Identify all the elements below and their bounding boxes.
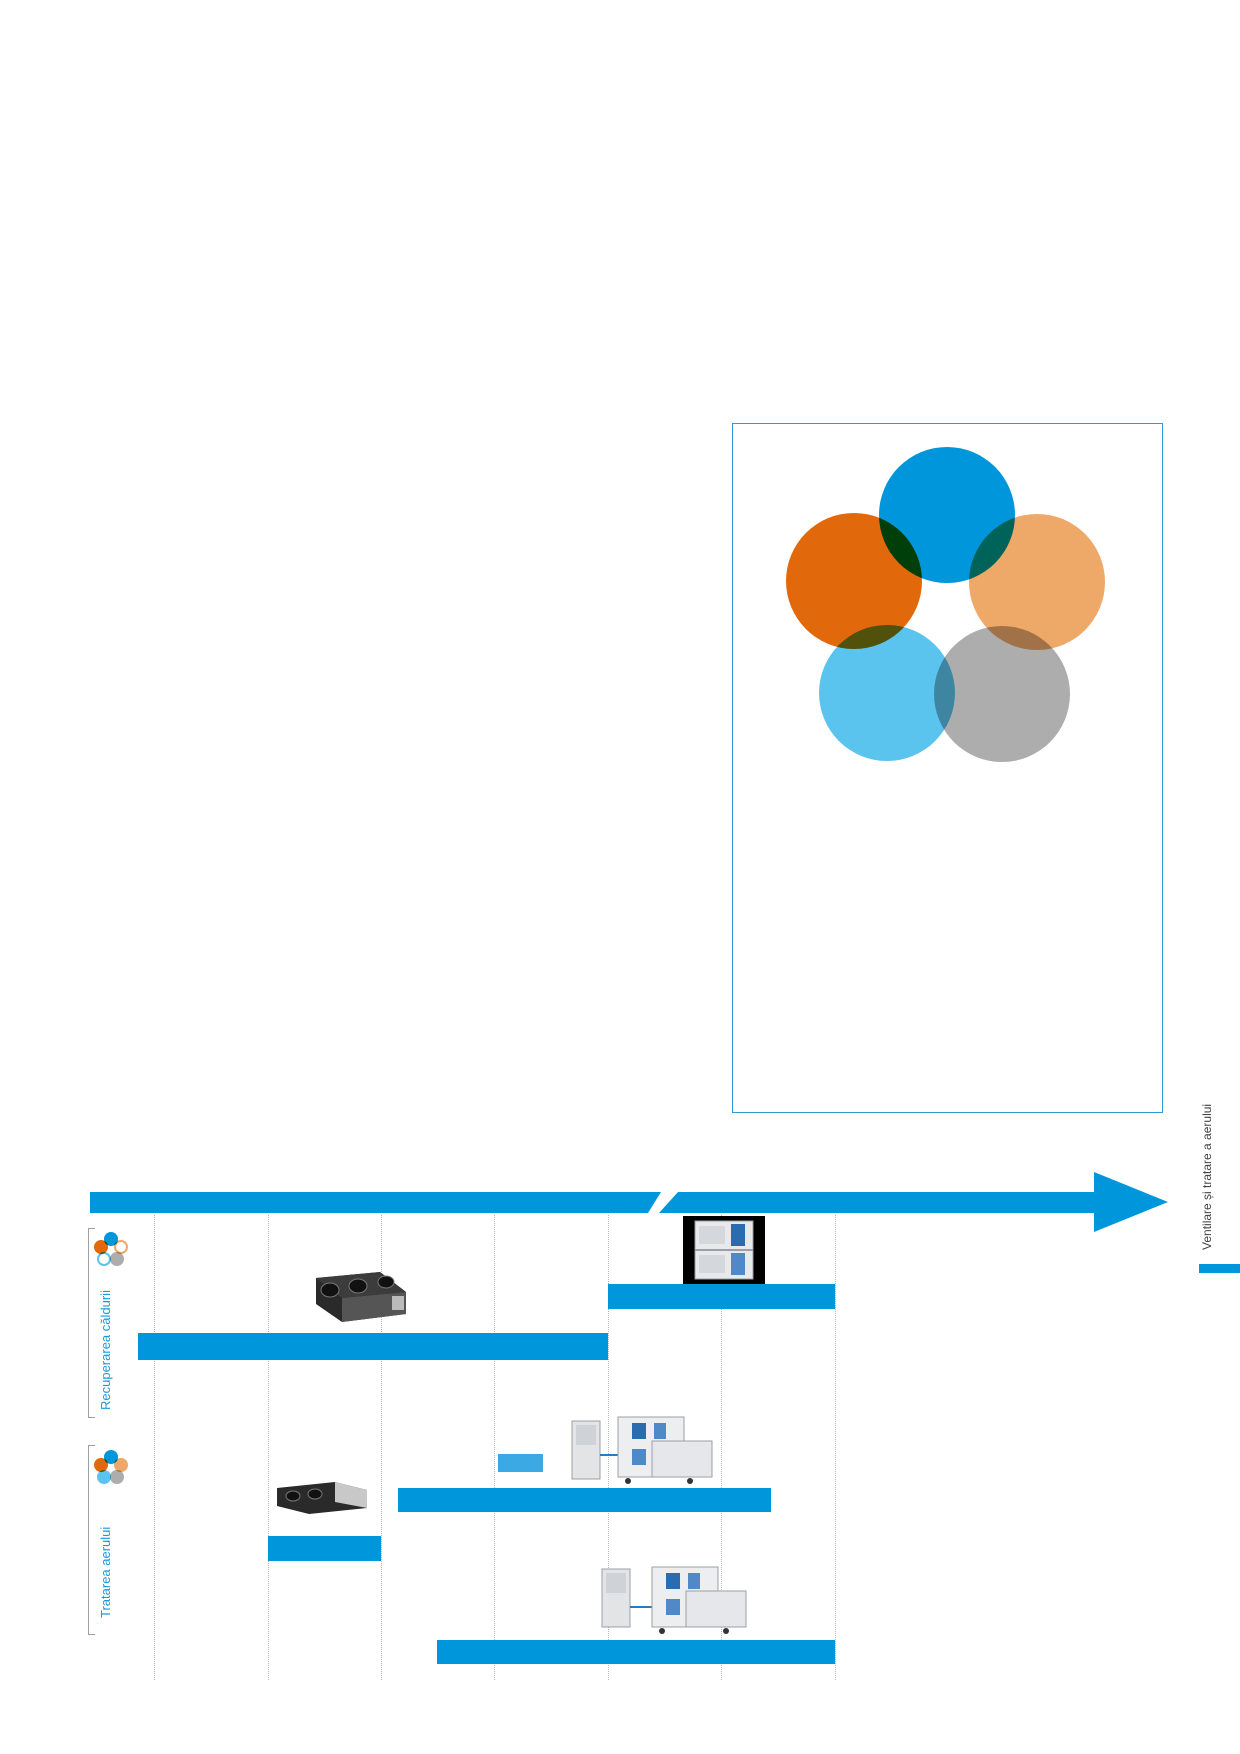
grid-line [835, 1215, 836, 1680]
ahu-unit-image [683, 1216, 765, 1284]
grid-line [381, 1215, 382, 1680]
range-bar [608, 1284, 835, 1309]
range-bar [268, 1536, 381, 1561]
grid-line [494, 1215, 495, 1680]
side-tab-label: Ventilare și tratare a aerului [1200, 1103, 1214, 1250]
range-bar [138, 1333, 608, 1360]
arrow-segment-right [659, 1172, 1168, 1232]
heat-recovery-logo-icon [92, 1232, 132, 1272]
air-treatment-label: Tratarea aerului [98, 1526, 113, 1618]
range-bar [437, 1640, 835, 1664]
grid-line [721, 1215, 722, 1680]
arrow-segment-left [90, 1192, 661, 1213]
air-treatment-logo-icon [92, 1450, 132, 1490]
air-treatment-bracket [88, 1445, 95, 1635]
air-treatment-unit-image [277, 1482, 367, 1514]
grid-line [268, 1215, 269, 1680]
heat-recovery-label: Recuperarea căldurii [98, 1290, 113, 1410]
side-tab-marker [1199, 1264, 1240, 1273]
range-bar-small [498, 1454, 543, 1472]
capacity-arrow [90, 1172, 1168, 1232]
grid-line [608, 1215, 609, 1680]
light-blue-circle [819, 625, 955, 761]
heat-recovery-bracket [88, 1228, 95, 1418]
range-bar [398, 1488, 771, 1512]
vrv-ahu-system-image [571, 1416, 713, 1484]
vrv-ahu-system-image [601, 1566, 747, 1634]
heat-recovery-unit-image [316, 1272, 406, 1322]
grid-line [154, 1215, 155, 1680]
grey-circle [934, 626, 1070, 762]
info-box [732, 423, 1163, 1113]
